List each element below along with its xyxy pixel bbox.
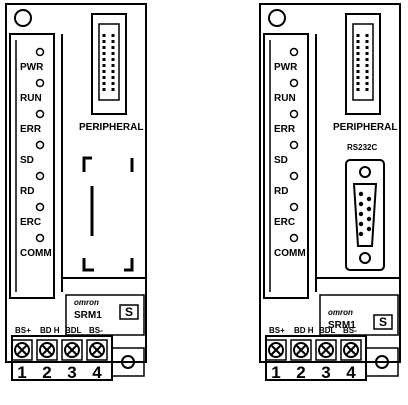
left-terminal-socket-3: [61, 339, 83, 361]
right-rs232c-label: RS232C: [347, 143, 377, 152]
right-terminal-screw-icon: [343, 342, 359, 358]
left-terminal-screw-icon: [39, 342, 55, 358]
left-peripheral-port: [91, 13, 127, 115]
right-led-rd-icon: [289, 171, 299, 181]
right-unit: S: [259, 3, 401, 381]
right-terminal-label-1: BS+: [269, 326, 285, 335]
left-terminal-socket-1: [11, 339, 33, 361]
right-terminal-screw-icon: [268, 342, 284, 358]
right-led-label-run: RUN: [274, 93, 296, 104]
left-top-mount-hole-icon: [14, 9, 32, 27]
right-led-label-comm: COMM: [274, 248, 306, 259]
right-peripheral-label: PERIPHERAL: [333, 122, 397, 133]
right-top-mount-hole-icon: [268, 9, 286, 27]
right-led-err-icon: [289, 109, 299, 119]
right-bottom-mount-hole-icon: [375, 355, 389, 369]
left-expansion-bracket: [82, 156, 134, 272]
right-terminal-screw-icon: [318, 342, 334, 358]
right-terminal-socket-3: [315, 339, 337, 361]
left-terminal-label-4: BS-: [89, 326, 103, 335]
right-terminal-number-3: 3: [321, 363, 330, 382]
left-terminal-label-3: BDL: [65, 326, 82, 335]
left-terminal-screw-icon: [14, 342, 30, 358]
left-terminal-number-2: 2: [42, 363, 51, 382]
right-model-label: SRM1: [328, 320, 356, 331]
left-terminal-label-2: BD H: [40, 326, 60, 335]
left-peripheral-label: PERIPHERAL: [79, 122, 143, 133]
right-terminal-socket-4: [340, 339, 362, 361]
left-led-label-sd: SD: [20, 155, 34, 166]
left-terminal-socket-2: [36, 339, 58, 361]
left-led-sd-icon: [35, 140, 45, 150]
left-led-run-icon: [35, 78, 45, 88]
left-led-err-icon: [35, 109, 45, 119]
right-terminal-socket-2: [290, 339, 312, 361]
left-model-label: SRM1: [74, 310, 102, 321]
right-led-label-pwr: PWR: [274, 62, 298, 73]
right-terminal-label-4: BS-: [343, 326, 357, 335]
right-led-erc-icon: [289, 202, 299, 212]
left-led-label-comm: COMM: [20, 248, 52, 259]
left-terminal-number-4: 4: [92, 363, 102, 382]
right-logo-box: [373, 314, 393, 330]
right-terminal-number-1: 1: [271, 363, 280, 382]
left-led-label-pwr: PWR: [20, 62, 44, 73]
left-terminal-screw-icon: [64, 342, 80, 358]
right-peripheral-port: [345, 13, 381, 115]
left-terminal-number-3: 3: [67, 363, 76, 382]
svg-text:S: S: [379, 315, 387, 329]
right-led-sd-icon: [289, 140, 299, 150]
left-unit: S: [5, 3, 147, 381]
left-terminal-number-1: 1: [17, 363, 26, 382]
right-terminal-socket-1: [265, 339, 287, 361]
right-terminal-number-4: 4: [346, 363, 356, 382]
left-bottom-mount: [111, 347, 145, 377]
left-led-panel: [9, 33, 55, 299]
left-led-label-erc: ERC: [20, 217, 41, 228]
left-led-comm-icon: [35, 233, 45, 243]
right-terminal-number-2: 2: [296, 363, 305, 382]
right-brand-logo: omron: [328, 308, 353, 317]
right-terminal-screw-icon: [293, 342, 309, 358]
right-housing: [259, 3, 401, 363]
right-led-run-icon: [289, 78, 299, 88]
right-led-label-err: ERR: [274, 124, 296, 135]
left-logo-box: [119, 304, 139, 320]
left-terminal-label-1: BS+: [15, 326, 31, 335]
right-terminal-label-3: BDL: [319, 326, 336, 335]
right-led-label-rd: RD: [274, 186, 288, 197]
left-led-label-run: RUN: [20, 93, 42, 104]
right-rs232c-port: [345, 159, 385, 271]
right-led-pwr-icon: [289, 47, 299, 57]
left-bottom-mount-hole-icon: [121, 355, 135, 369]
right-bottom-mount: [365, 347, 399, 377]
left-led-label-rd: RD: [20, 186, 34, 197]
left-led-label-err: ERR: [20, 124, 42, 135]
left-brand-logo: omron: [74, 298, 99, 307]
right-terminal-label-2: BD H: [294, 326, 314, 335]
left-led-pwr-icon: [35, 47, 45, 57]
right-led-panel: [263, 33, 309, 299]
left-terminal-socket-4: [86, 339, 108, 361]
svg-text:S: S: [125, 305, 133, 319]
right-led-comm-icon: [289, 233, 299, 243]
right-led-label-sd: SD: [274, 155, 288, 166]
left-terminal-screw-icon: [89, 342, 105, 358]
left-led-erc-icon: [35, 202, 45, 212]
left-led-rd-icon: [35, 171, 45, 181]
right-led-label-erc: ERC: [274, 217, 295, 228]
left-housing: [5, 3, 147, 363]
